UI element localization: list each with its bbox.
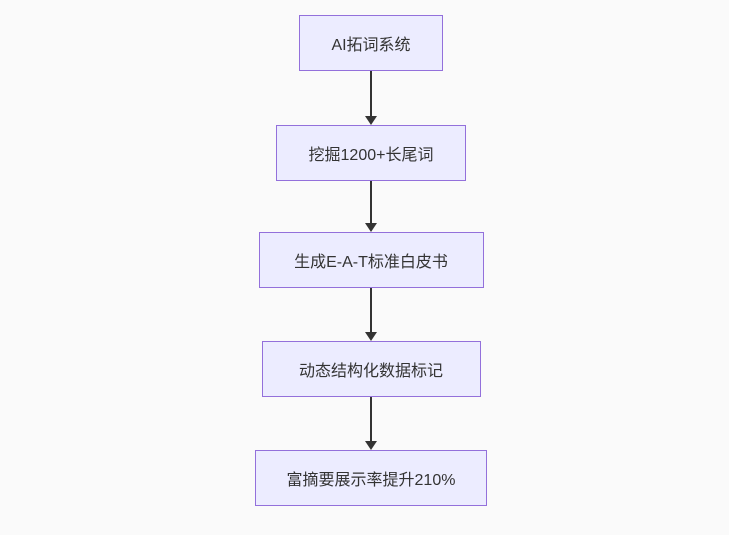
flow-arrow-down-icon xyxy=(365,397,377,450)
flowchart-node-longtail-mining: 挖掘1200+长尾词 xyxy=(276,125,466,181)
arrow-head-icon xyxy=(365,332,377,341)
arrow-head-icon xyxy=(365,116,377,125)
flowchart-node-rich-snippet-result: 富摘要展示率提升210% xyxy=(255,450,487,506)
flow-arrow-down-icon xyxy=(365,288,377,341)
flowchart-node-eat-whitepaper: 生成E-A-T标准白皮书 xyxy=(258,232,484,288)
arrow-head-icon xyxy=(365,441,377,450)
arrow-line xyxy=(370,397,372,441)
node-label: 富摘要展示率提升210% xyxy=(286,472,456,489)
node-label: AI拓词系统 xyxy=(331,37,411,54)
flowchart-node-structured-data-markup: 动态结构化数据标记 xyxy=(261,341,481,397)
arrow-line xyxy=(370,288,372,332)
flowchart-node-ai-keyword-system: AI拓词系统 xyxy=(299,15,443,71)
node-label: 生成E-A-T标准白皮书 xyxy=(294,254,448,271)
flow-arrow-down-icon xyxy=(365,181,377,232)
flowchart-column: AI拓词系统 挖掘1200+长尾词 生成E-A-T标准白皮书 动态结构化数据标记 xyxy=(255,15,487,506)
arrow-line xyxy=(370,181,372,223)
node-label: 挖掘1200+长尾词 xyxy=(308,147,434,164)
flow-arrow-down-icon xyxy=(365,71,377,125)
node-label: 动态结构化数据标记 xyxy=(298,363,443,380)
arrow-line xyxy=(370,71,372,116)
arrow-head-icon xyxy=(365,223,377,232)
